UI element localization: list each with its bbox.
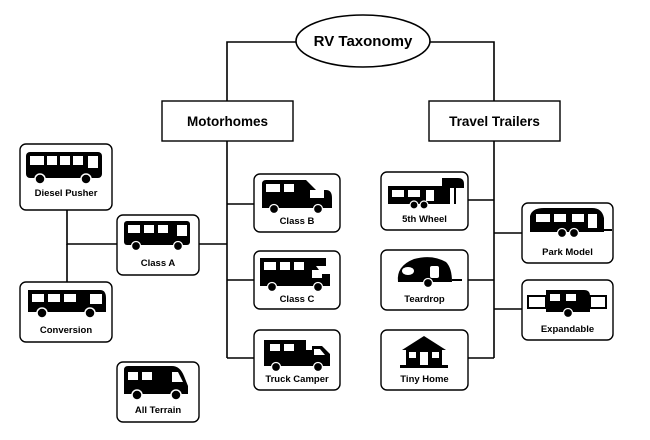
node-label: Class A [141,258,176,269]
conversion-bus-icon [28,290,106,319]
node-label: Class C [280,294,315,305]
connector-lines [66,41,522,359]
expandable-trailer-icon [527,290,607,319]
node-truck-camper: Truck Camper [253,329,341,391]
node-teardrop: Teardrop [380,249,469,311]
node-park-model: Park Model [521,202,614,264]
root-node: RV Taxonomy [295,14,431,68]
teardrop-trailer-icon [397,257,462,289]
class-a-rv-icon [124,221,190,252]
node-class-c: Class C [253,250,341,310]
node-all-terrain: All Terrain [116,361,200,423]
fifth-wheel-trailer-icon [388,178,464,210]
node-label: Truck Camper [265,374,329,385]
node-class-b: Class B [253,173,341,233]
truck-camper-icon [264,340,330,373]
category-motorhomes: Motorhomes [161,100,294,142]
node-expandable: Expandable [521,279,614,341]
tiny-house-icon [400,336,448,368]
node-conversion: Conversion [19,281,113,343]
node-class-a: Class A [116,214,200,276]
node-label: Diesel Pusher [35,188,98,199]
bus-rv-icon [26,152,102,185]
root-title: RV Taxonomy [314,33,413,50]
category-label: Travel Trailers [449,114,540,129]
park-model-trailer-icon [530,208,612,239]
node-label: Conversion [40,325,92,336]
node-label: 5th Wheel [402,214,447,225]
node-label: Park Model [542,247,593,258]
category-travel-trailers: Travel Trailers [428,100,561,142]
node-fifth-wheel: 5th Wheel [380,171,469,231]
category-label: Motorhomes [187,114,268,129]
all-terrain-van-icon [124,366,188,401]
node-label: Teardrop [404,294,445,305]
node-label: Tiny Home [400,374,448,385]
node-label: All Terrain [135,405,181,416]
camper-van-icon [262,180,332,215]
node-diesel-pusher: Diesel Pusher [19,143,113,211]
node-label: Expandable [541,324,594,335]
node-label: Class B [280,216,315,227]
class-c-rv-icon [260,258,330,293]
node-tiny-home: Tiny Home [380,329,469,391]
